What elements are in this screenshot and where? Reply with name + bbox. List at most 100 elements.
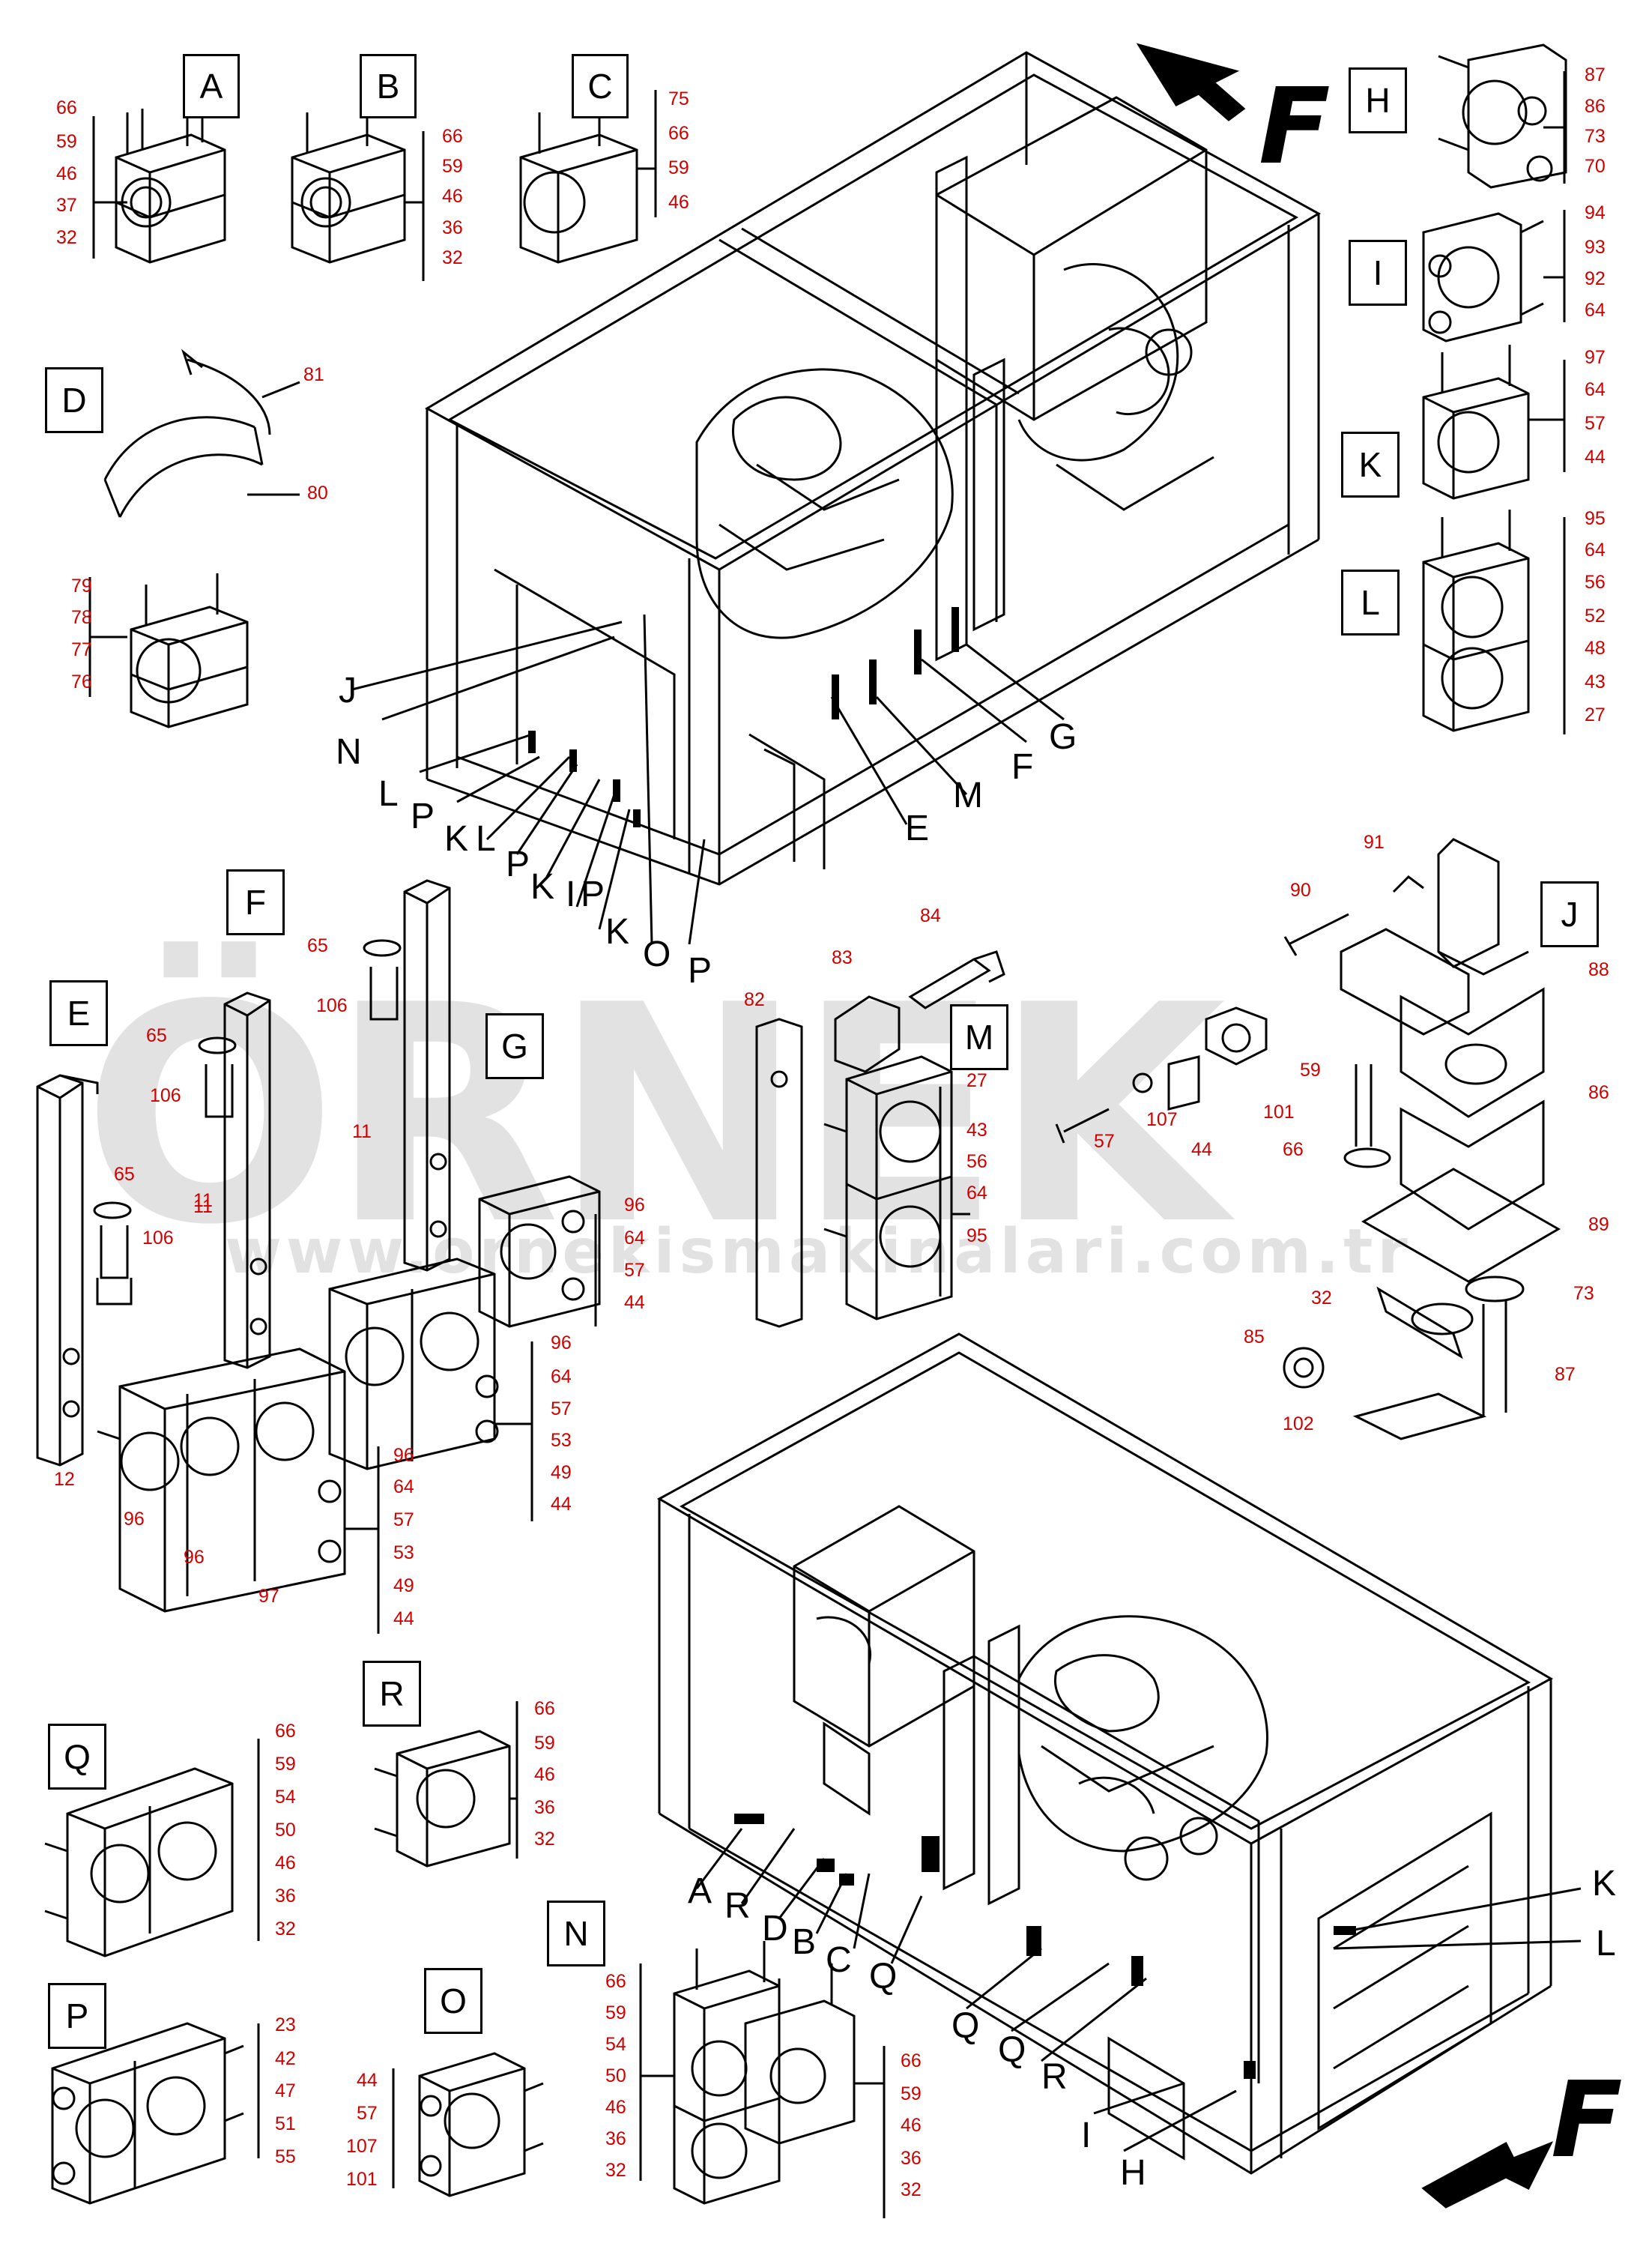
direction-arrow-icon	[1136, 43, 1246, 121]
bracket-g-icon	[363, 879, 451, 1272]
part-g-3: 96	[624, 1195, 645, 1216]
callout-upper-10: K	[605, 912, 630, 952]
callout-lower-7: Q	[998, 2030, 1026, 2070]
detail-box-d: D	[45, 367, 103, 433]
clamp-d-icon	[103, 348, 271, 728]
detail-box-p: P	[48, 1983, 106, 2049]
part-j-10: 66	[1283, 1139, 1304, 1160]
callout-upper-9: P	[581, 875, 605, 914]
part-m-8: 57	[1094, 1131, 1115, 1152]
part-j-11: 32	[1311, 1288, 1332, 1308]
detail-box-a: A	[183, 54, 240, 118]
part-j-5: 73	[1573, 1283, 1594, 1304]
part-e-7: 96	[393, 1445, 414, 1466]
part-e-10: 53	[393, 1542, 414, 1563]
part-o-1: 57	[357, 2103, 378, 2124]
part-e-5: 96	[184, 1547, 205, 1568]
part-i-1: 93	[1585, 237, 1606, 258]
part-g-5: 57	[624, 1260, 645, 1281]
detail-box-m: M	[950, 1004, 1008, 1070]
part-e-8: 64	[393, 1476, 414, 1497]
callout-lower-0: A	[688, 1871, 712, 1911]
part-n-3: 50	[605, 2065, 626, 2086]
clamp-n-icon	[673, 1941, 856, 2205]
part-q-0: 66	[275, 1721, 296, 1742]
part-q-4: 46	[275, 1853, 296, 1874]
part-d-4: 77	[71, 639, 92, 660]
part-m-3: 27	[966, 1070, 987, 1091]
part-j-3: 86	[1588, 1082, 1609, 1103]
part-b-0: 66	[442, 126, 463, 147]
clamp-c-icon	[519, 105, 656, 264]
part-l-2: 56	[1585, 572, 1606, 593]
part-l-5: 43	[1585, 671, 1606, 692]
part-r-2: 46	[534, 1764, 555, 1785]
clamp-m-icon	[823, 1055, 953, 1320]
callout-lower-4: C	[826, 1940, 852, 1980]
part-j-4: 89	[1588, 1214, 1609, 1235]
callout-lower-2: D	[762, 1909, 788, 1948]
part-q-6: 32	[275, 1919, 296, 1940]
part-n-5: 36	[605, 2128, 626, 2149]
callout-upper-0: J	[339, 671, 357, 710]
callout-lower-5: Q	[869, 1957, 898, 1996]
part-g-1: 106	[316, 995, 348, 1016]
callout-upper-7: K	[530, 867, 555, 907]
part-q-1: 59	[275, 1754, 296, 1775]
part-m-9: 107	[1146, 1109, 1178, 1130]
part-i-3: 64	[1585, 300, 1606, 321]
part-a-0: 66	[56, 97, 77, 118]
part-r-3: 36	[534, 1797, 555, 1818]
part-n-4: 46	[605, 2097, 626, 2118]
part-n-0: 66	[605, 1971, 626, 1992]
part-l-3: 52	[1585, 606, 1606, 627]
detail-box-g: G	[485, 1013, 544, 1079]
direction-arrow-icon-2	[1421, 2141, 1554, 2209]
detail-box-i: I	[1349, 240, 1407, 306]
clamp-k-icon	[1422, 345, 1530, 500]
part-r-0: 66	[534, 1698, 555, 1719]
clamp-a-icon	[115, 101, 226, 264]
callout-upper-6: P	[506, 845, 530, 884]
detail-box-b: B	[360, 54, 417, 118]
part-n-10: 36	[901, 2148, 922, 2169]
part-g-2: 11	[193, 1196, 213, 1217]
part-p-2: 47	[275, 2080, 296, 2101]
part-e-11: 49	[393, 1575, 414, 1596]
part-n-9: 46	[901, 2115, 922, 2136]
part-m-4: 43	[966, 1120, 987, 1141]
clamp-p-icon	[51, 2022, 244, 2205]
part-e-3: 12	[54, 1469, 75, 1490]
part-n-8: 59	[901, 2083, 922, 2104]
detail-box-q: Q	[48, 1724, 106, 1790]
part-p-3: 51	[275, 2113, 296, 2134]
part-l-0: 95	[1585, 508, 1606, 529]
part-n-7: 66	[901, 2050, 922, 2071]
part-j-0: 91	[1364, 832, 1385, 853]
part-m-10: 44	[1191, 1139, 1212, 1160]
detail-box-j: J	[1540, 881, 1599, 947]
part-g-0: 65	[307, 935, 328, 956]
part-m-5: 56	[966, 1151, 987, 1172]
part-o-2: 107	[346, 2136, 378, 2157]
part-b-3: 36	[442, 217, 463, 238]
part-j-8: 102	[1283, 1413, 1314, 1434]
part-l-1: 64	[1585, 540, 1606, 561]
callout-upper-5: L	[476, 819, 496, 859]
part-p-1: 42	[275, 2048, 296, 2069]
part-b-1: 59	[442, 156, 463, 177]
part-d-0: 81	[303, 364, 324, 385]
part-f-0: 65	[146, 1025, 167, 1046]
clamp-l-icon	[1422, 510, 1530, 732]
part-m-0: 84	[920, 905, 941, 926]
detail-box-h: H	[1349, 67, 1407, 133]
part-h-0: 87	[1585, 64, 1606, 85]
part-m-1: 83	[832, 947, 853, 968]
bracket-m-icon	[755, 950, 1005, 1328]
callout-lower-9: I	[1081, 2116, 1092, 2155]
part-n-11: 32	[901, 2179, 922, 2200]
part-m-2: 82	[744, 989, 765, 1010]
part-n-2: 54	[605, 2034, 626, 2055]
